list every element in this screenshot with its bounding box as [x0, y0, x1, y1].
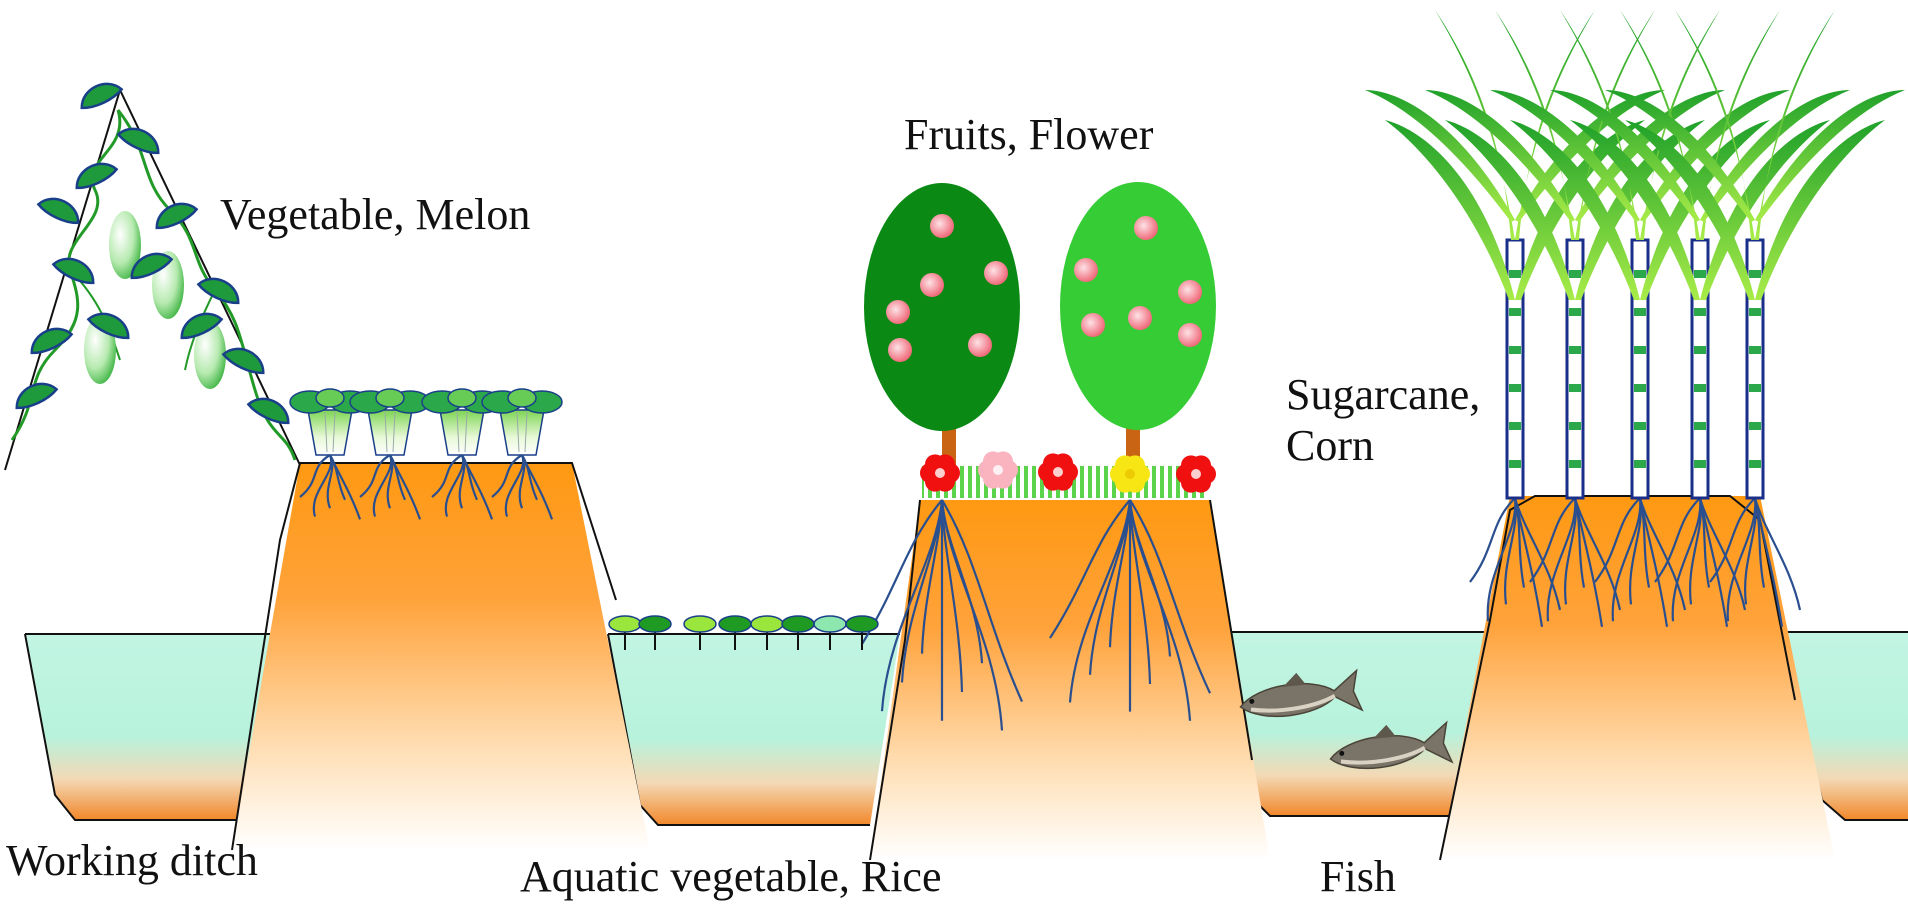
label-working-ditch: Working ditch	[6, 836, 258, 885]
label-sugarcane: Sugarcane,	[1286, 370, 1481, 419]
root	[1513, 497, 1544, 627]
label-corn: Corn	[1286, 420, 1374, 470]
root	[359, 454, 391, 498]
vegetable-bed	[231, 462, 650, 851]
root	[1709, 497, 1756, 583]
working-ditch	[24, 633, 270, 821]
root	[1469, 497, 1516, 583]
root	[1573, 497, 1622, 611]
root	[1513, 497, 1562, 611]
vine-leaf-icon	[75, 162, 119, 190]
label-vegetable-melon: Vegetable, Melon	[220, 190, 531, 239]
root	[329, 454, 362, 520]
flower-icon	[920, 454, 960, 492]
melon-icon	[194, 321, 226, 389]
root	[940, 499, 1004, 731]
label-sugarcane-corn: Sugarcane, Corn	[1286, 370, 1480, 471]
sugarcane-icon	[1550, 10, 1850, 500]
vine-leaf-icon	[86, 312, 130, 340]
root	[1128, 499, 1192, 721]
lotus-pad-icon	[845, 615, 879, 650]
root	[1049, 499, 1131, 639]
fruit-icon	[1128, 306, 1152, 330]
root	[920, 499, 944, 654]
fruit-icon	[1074, 258, 1098, 282]
lotus-pad-icon	[813, 615, 847, 650]
root	[1108, 499, 1132, 648]
label-fruits-flower: Fruits, Flower	[904, 110, 1154, 159]
root	[461, 454, 494, 520]
root	[1638, 497, 1687, 611]
lotus-pad-icon	[638, 615, 672, 650]
root	[299, 454, 331, 498]
root	[521, 454, 554, 520]
root	[389, 454, 422, 520]
root	[1638, 497, 1669, 627]
root	[1128, 499, 1152, 685]
root	[1129, 499, 1211, 694]
fruit-icon	[888, 338, 912, 362]
fruit-icon	[920, 273, 944, 297]
root	[1753, 497, 1784, 627]
fish-icon	[1329, 720, 1454, 770]
fruit-icon	[886, 300, 910, 324]
lotus-pad-icon	[683, 615, 717, 650]
sugarcane-bed	[1439, 495, 1835, 861]
vine-leaf-icon	[80, 82, 124, 110]
fruit-icon	[930, 214, 954, 238]
root	[1698, 497, 1747, 611]
root	[941, 499, 1024, 703]
cabbage-icon	[349, 388, 431, 456]
vine-leaf-icon	[180, 312, 224, 340]
vine-leaf-icon	[51, 257, 95, 285]
vine-leaf-icon	[246, 397, 290, 425]
root	[1753, 497, 1802, 611]
vine-leaf-icon	[196, 277, 240, 305]
label-aquatic-vegetable-rice: Aquatic vegetable, Rice	[520, 852, 942, 901]
fruit-icon	[1178, 280, 1202, 304]
lotus-pad-icon	[608, 615, 642, 650]
cabbage-icon	[481, 388, 563, 456]
sugarcane-icon	[1605, 10, 1905, 500]
root	[491, 454, 523, 498]
melon-icon	[109, 211, 141, 279]
root	[940, 499, 964, 693]
root	[1573, 497, 1604, 627]
sugarcane-icon	[1365, 10, 1665, 500]
flower-icon	[978, 451, 1018, 489]
fruit-icon	[1178, 323, 1202, 347]
root	[1529, 497, 1576, 583]
fruit-icon	[968, 333, 992, 357]
fruit-icon	[1081, 313, 1105, 337]
root	[1698, 497, 1729, 627]
lotus-pad-icon	[750, 615, 784, 650]
vine-leaf-icon	[155, 202, 199, 230]
fruit-icon	[1134, 216, 1158, 240]
fish-icon	[1239, 668, 1364, 718]
vine-leaf-icon	[221, 347, 265, 375]
root	[1594, 497, 1641, 583]
vine-leaf-icon	[36, 197, 80, 225]
fruit-icon	[984, 261, 1008, 285]
vine-leaf-icon	[116, 127, 160, 155]
flower-icon	[1110, 455, 1150, 493]
root	[1654, 497, 1701, 583]
vine-leaf-icon	[30, 327, 74, 355]
root	[431, 454, 463, 498]
sugarcane-icon	[1425, 10, 1725, 500]
flower-icon	[1176, 455, 1216, 493]
label-fish: Fish	[1320, 852, 1396, 901]
vine-leaf-icon	[15, 382, 59, 410]
flower-icon	[1038, 453, 1078, 491]
rice-ditch	[607, 633, 900, 826]
sugarcane-icon	[1490, 10, 1790, 500]
vine-leaf-icon	[130, 252, 174, 280]
